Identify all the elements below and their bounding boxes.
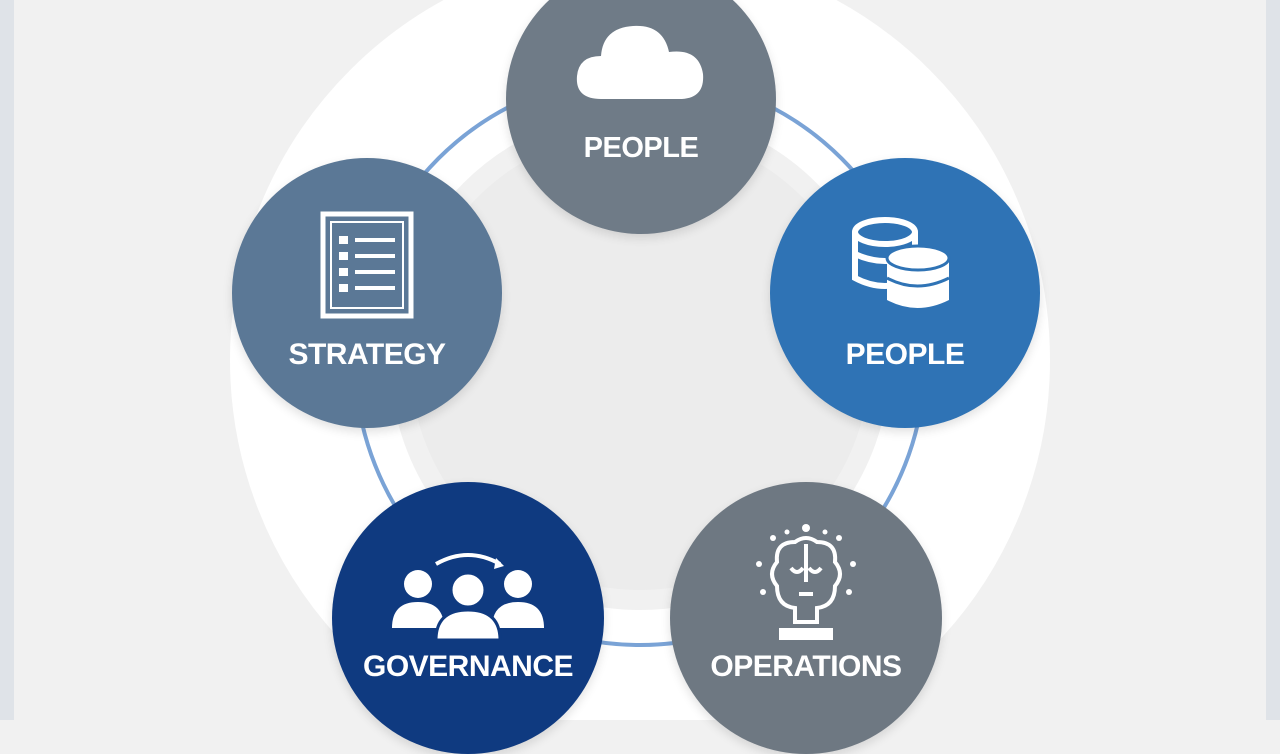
left-edge-strip <box>0 0 14 720</box>
brain-head-icon <box>670 522 942 647</box>
node-people-right[interactable]: PEOPLE <box>770 158 1040 428</box>
cycle-diagram: PEOPLE PEOPLE <box>230 0 1050 754</box>
right-edge-strip <box>1266 0 1280 720</box>
document-list-icon <box>232 210 502 320</box>
node-governance[interactable]: GOVERNANCE <box>332 482 604 754</box>
node-strategy[interactable]: STRATEGY <box>232 158 502 428</box>
database-icon <box>770 212 1040 312</box>
center-area <box>410 130 870 590</box>
cloud-icon <box>506 14 776 104</box>
node-people-top[interactable]: PEOPLE <box>506 0 776 234</box>
node-operations[interactable]: OPERATIONS <box>670 482 942 754</box>
node-label: OPERATIONS <box>710 650 902 683</box>
node-label: GOVERNANCE <box>362 650 574 683</box>
node-label: STRATEGY <box>288 338 446 371</box>
team-icon <box>332 552 604 642</box>
node-label: PEOPLE <box>845 338 965 371</box>
node-label: PEOPLE <box>583 132 699 164</box>
